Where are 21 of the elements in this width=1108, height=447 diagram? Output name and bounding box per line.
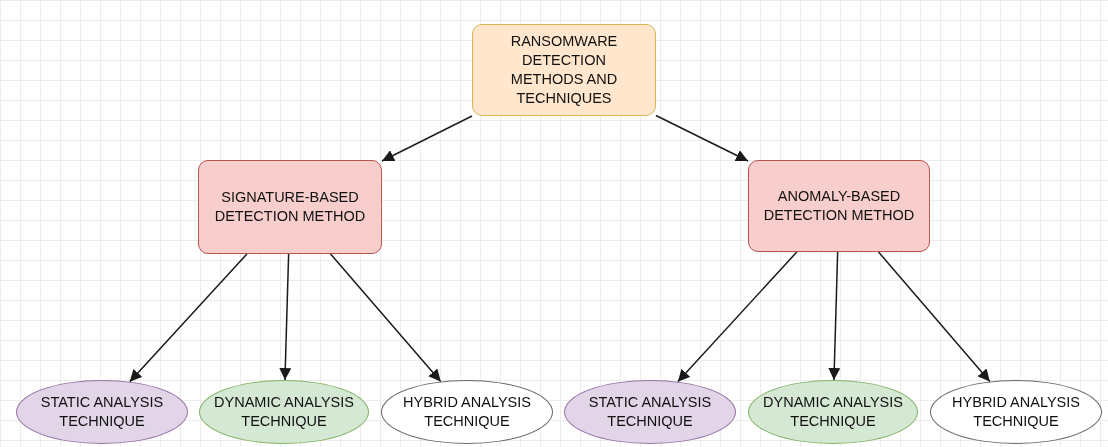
node-label: DYNAMIC ANALYSIS TECHNIQUE xyxy=(213,393,355,431)
process-box xyxy=(748,160,930,252)
node-label: ANOMALY-BASED DETECTION METHOD xyxy=(762,187,916,225)
node-label: HYBRID ANALYSIS TECHNIQUE xyxy=(402,393,532,431)
arrow xyxy=(279,253,292,381)
process-box xyxy=(472,24,656,116)
node-label: STATIC ANALYSIS TECHNIQUE xyxy=(39,393,165,431)
technique-ellipse xyxy=(199,380,369,444)
node-label: STATIC ANALYSIS TECHNIQUE xyxy=(587,393,713,431)
technique-ellipse xyxy=(748,380,918,444)
technique-ellipse xyxy=(381,380,553,444)
node-label: HYBRID ANALYSIS TECHNIQUE xyxy=(951,393,1081,431)
arrow xyxy=(655,114,749,162)
arrow xyxy=(828,251,841,381)
node-label: RANSOMWARE DETECTION METHODS AND TECHNIQUES xyxy=(509,32,619,108)
technique-ellipse xyxy=(930,380,1102,444)
process-box xyxy=(198,160,382,254)
arrow xyxy=(381,115,473,162)
technique-ellipse xyxy=(564,380,736,444)
node-label: DYNAMIC ANALYSIS TECHNIQUE xyxy=(762,393,904,431)
node-label: SIGNATURE-BASED DETECTION METHOD xyxy=(213,188,367,226)
